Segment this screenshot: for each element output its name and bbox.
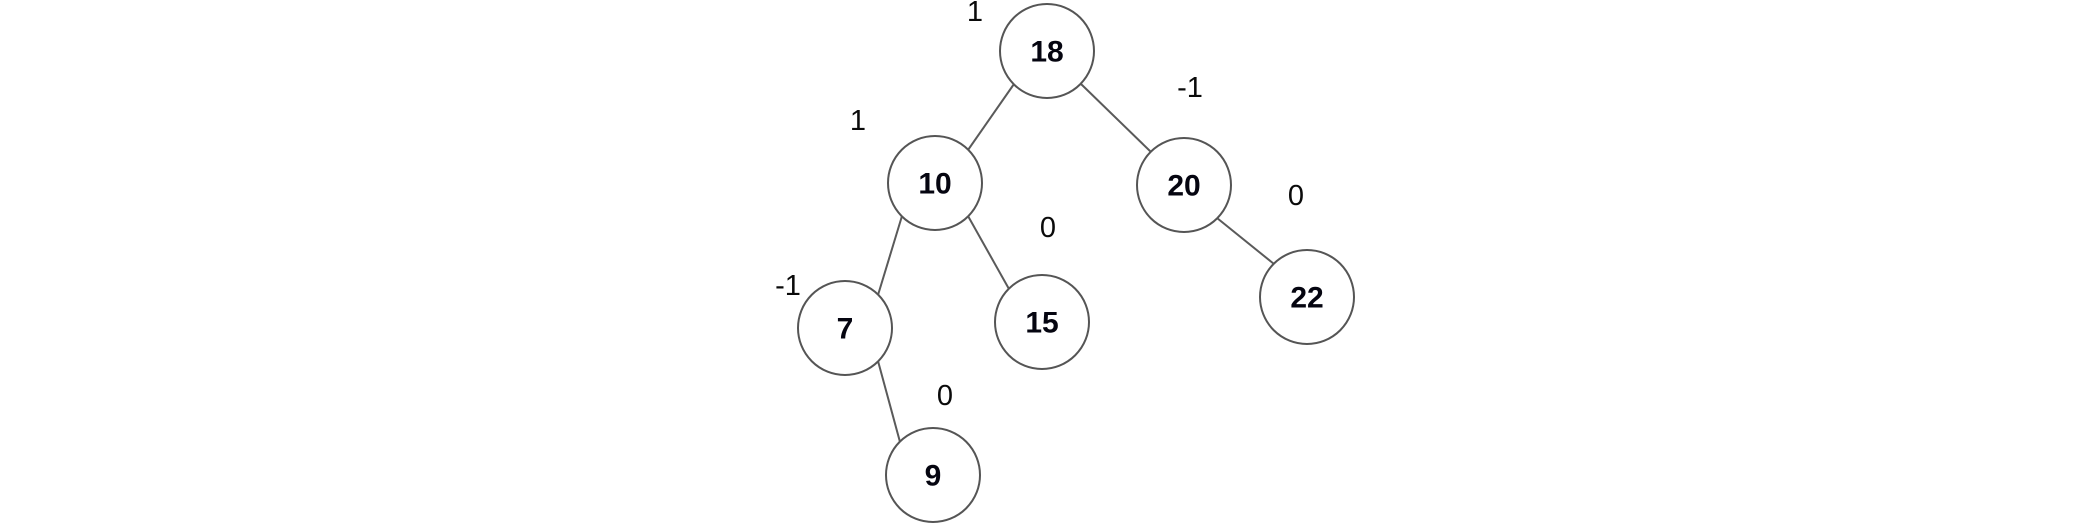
tree-node-7[interactable]: 7 bbox=[797, 280, 893, 376]
balance-factor-label-7: -1 bbox=[775, 270, 801, 302]
node-circle-9 bbox=[885, 427, 981, 523]
node-circle-18 bbox=[999, 3, 1095, 99]
node-key-label-10: 10 bbox=[918, 168, 951, 201]
tree-edge-n10-n15 bbox=[967, 215, 1010, 290]
node-circle-15 bbox=[994, 274, 1090, 370]
tree-node-15[interactable]: 15 bbox=[994, 274, 1090, 370]
balance-factor-label-10: 1 bbox=[850, 105, 866, 137]
node-key-label-22: 22 bbox=[1290, 282, 1323, 315]
balance-factor-label-9: 0 bbox=[937, 380, 953, 412]
tree-edges-group bbox=[877, 83, 1275, 443]
node-key-label-7: 7 bbox=[837, 313, 854, 346]
node-key-label-18: 18 bbox=[1030, 36, 1063, 69]
node-circle-20 bbox=[1136, 137, 1232, 233]
node-circle-7 bbox=[797, 280, 893, 376]
balance-factor-label-22: 0 bbox=[1288, 180, 1304, 212]
balance-factor-label-20: -1 bbox=[1177, 72, 1203, 104]
tree-node-9[interactable]: 9 bbox=[885, 427, 981, 523]
tree-node-20[interactable]: 20 bbox=[1136, 137, 1232, 233]
tree-edge-n18-n10 bbox=[967, 83, 1015, 151]
node-key-label-20: 20 bbox=[1167, 170, 1200, 203]
balance-factor-label-18: 1 bbox=[967, 0, 983, 28]
node-circle-10 bbox=[887, 135, 983, 231]
balance-factor-label-15: 0 bbox=[1040, 212, 1056, 244]
node-circle-22 bbox=[1259, 249, 1355, 345]
node-key-label-15: 15 bbox=[1025, 307, 1058, 340]
tree-node-10[interactable]: 10 bbox=[887, 135, 983, 231]
balance-factor-labels-group: 1 1 -1 -1 0 0 0 bbox=[775, 0, 1304, 412]
tree-edge-n7-n9 bbox=[877, 360, 901, 443]
tree-node-22[interactable]: 22 bbox=[1259, 249, 1355, 345]
tree-node-18[interactable]: 18 bbox=[999, 3, 1095, 99]
node-key-label-9: 9 bbox=[925, 460, 942, 493]
tree-edge-n20-n22 bbox=[1216, 217, 1275, 265]
tree-edge-n18-n20 bbox=[1080, 83, 1152, 153]
tree-edge-n10-n7 bbox=[877, 215, 903, 296]
